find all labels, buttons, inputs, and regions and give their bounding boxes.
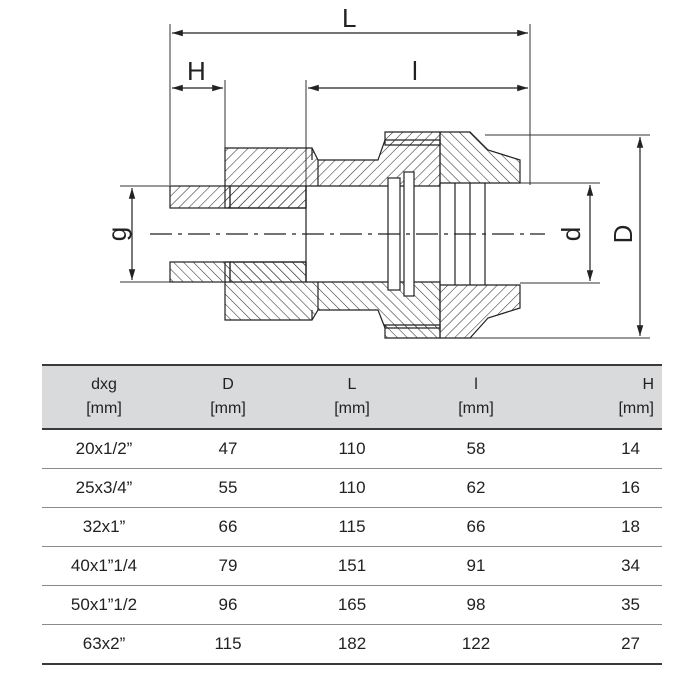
header-l: l[mm] — [414, 364, 538, 430]
cell-D: 47 — [166, 429, 290, 469]
cell-dxg: 63x2” — [42, 624, 166, 665]
cell-H: 35 — [538, 585, 662, 625]
table-row: 20x1/2” 47 110 58 14 — [42, 429, 662, 469]
cell-H: 27 — [538, 624, 662, 665]
label-D: D — [608, 225, 638, 244]
cell-l: 91 — [414, 546, 538, 586]
clamping-nut — [384, 131, 521, 339]
cell-dxg: 25x3/4” — [42, 468, 166, 508]
cell-L: 110 — [290, 429, 414, 469]
header-H: H[mm] — [538, 364, 662, 430]
cell-D: 66 — [166, 507, 290, 547]
cell-L: 165 — [290, 585, 414, 625]
cell-L: 182 — [290, 624, 414, 665]
cell-dxg: 32x1” — [42, 507, 166, 547]
label-H: H — [187, 56, 206, 86]
table-row: 63x2” 115 182 122 27 — [42, 624, 662, 665]
table-row: 25x3/4” 55 110 62 16 — [42, 468, 662, 508]
label-d: d — [556, 227, 586, 241]
cell-D: 79 — [166, 546, 290, 586]
table-row: 40x1”1/4 79 151 91 34 — [42, 546, 662, 586]
cell-L: 110 — [290, 468, 414, 508]
fitting-cross-section-drawing: L H l g d D — [102, 3, 650, 339]
cell-D: 55 — [166, 468, 290, 508]
cell-l: 98 — [414, 585, 538, 625]
cell-D: 96 — [166, 585, 290, 625]
dimensions-table: dxg[mm] D[mm] L[mm] l[mm] H[mm] 20x1/2” … — [42, 364, 662, 665]
table-row: 50x1”1/2 96 165 98 35 — [42, 585, 662, 625]
cell-l: 58 — [414, 429, 538, 469]
cell-L: 151 — [290, 546, 414, 586]
cell-dxg: 20x1/2” — [42, 429, 166, 469]
label-l: l — [412, 56, 418, 86]
cell-l: 62 — [414, 468, 538, 508]
cell-H: 16 — [538, 468, 662, 508]
cell-L: 115 — [290, 507, 414, 547]
fitting-body — [224, 139, 441, 329]
header-L: L[mm] — [290, 364, 414, 430]
label-g: g — [102, 227, 132, 241]
cell-dxg: 50x1”1/2 — [42, 585, 166, 625]
header-D: D[mm] — [166, 364, 290, 430]
cell-H: 14 — [538, 429, 662, 469]
cell-l: 66 — [414, 507, 538, 547]
table-header-row: dxg[mm] D[mm] L[mm] l[mm] H[mm] — [42, 364, 662, 430]
header-dxg: dxg[mm] — [42, 364, 166, 430]
cell-H: 34 — [538, 546, 662, 586]
cell-dxg: 40x1”1/4 — [42, 546, 166, 586]
label-L: L — [342, 3, 356, 33]
cell-H: 18 — [538, 507, 662, 547]
table-row: 32x1” 66 115 66 18 — [42, 507, 662, 547]
cell-l: 122 — [414, 624, 538, 665]
cell-D: 115 — [166, 624, 290, 665]
